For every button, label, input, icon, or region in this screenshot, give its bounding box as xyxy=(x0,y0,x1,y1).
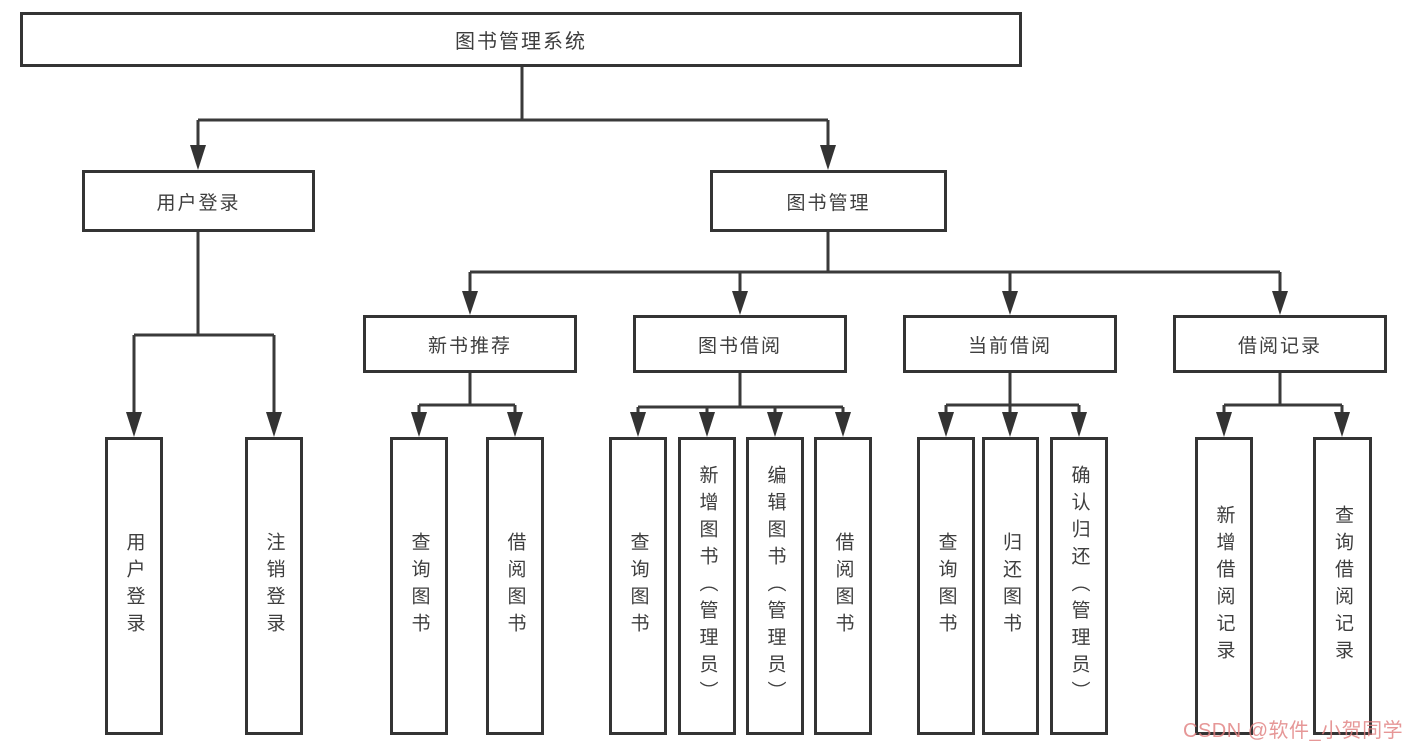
node-label: 查询图书 xyxy=(627,532,649,640)
node-label: 新增图书（管理员） xyxy=(696,464,718,708)
node-new-book-recommend: 新书推荐 xyxy=(363,315,577,373)
arrow-head xyxy=(1216,412,1232,437)
arrow-head xyxy=(190,145,206,170)
node-library-management-system: 图书管理系统 xyxy=(20,12,1022,67)
node-label: 图书借阅 xyxy=(697,335,782,357)
arrow-head xyxy=(1002,412,1018,437)
node-label: 归还图书 xyxy=(1000,532,1021,640)
leaf-borrow-books-recommend: 借阅图书 xyxy=(486,437,544,735)
node-label: 借阅图书 xyxy=(832,532,854,640)
arrow-head xyxy=(732,291,748,315)
node-label: 查询图书 xyxy=(408,532,430,640)
node-label: 用户登录 xyxy=(156,192,241,214)
leaf-add-borrow-record: 新增借阅记录 xyxy=(1195,437,1253,735)
arrow-head xyxy=(938,412,954,437)
leaf-logout: 注销登录 xyxy=(245,437,303,735)
arrow-head xyxy=(1334,412,1350,437)
node-label: 确认归还（管理员） xyxy=(1068,464,1090,708)
node-label: 借阅记录 xyxy=(1237,335,1322,357)
node-book-management: 图书管理 xyxy=(710,170,947,232)
node-label: 借阅图书 xyxy=(504,532,526,640)
node-user-login: 用户登录 xyxy=(82,170,315,232)
connector-borrow-to-leaves xyxy=(636,373,845,414)
arrow-head xyxy=(835,412,851,437)
arrow-head xyxy=(1002,291,1018,315)
node-label: 新增借阅记录 xyxy=(1213,505,1235,667)
node-label: 注销登录 xyxy=(263,532,285,640)
arrow-head xyxy=(126,412,142,437)
node-label: 用户登录 xyxy=(123,532,145,640)
arrow-head xyxy=(630,412,646,437)
connector-records-to-leaves xyxy=(1222,373,1344,414)
connector-book-management-to-level3 xyxy=(468,232,1282,293)
leaf-query-books-current: 查询图书 xyxy=(917,437,975,735)
node-book-borrow: 图书借阅 xyxy=(633,315,847,373)
arrow-head xyxy=(507,412,523,437)
leaf-user-login: 用户登录 xyxy=(105,437,163,735)
csdn-watermark: CSDN @软件_小贺同学 xyxy=(1183,720,1404,742)
arrow-head xyxy=(767,412,783,437)
arrow-head xyxy=(266,412,282,437)
arrow-head xyxy=(462,291,478,315)
leaf-edit-books-admin: 编辑图书（管理员） xyxy=(746,437,804,735)
leaf-return-books: 归还图书 xyxy=(982,437,1039,735)
node-borrow-records: 借阅记录 xyxy=(1173,315,1387,373)
leaf-query-books-recommend: 查询图书 xyxy=(390,437,448,735)
node-label: 编辑图书（管理员） xyxy=(764,464,786,708)
node-label: 图书管理 xyxy=(786,192,871,214)
leaf-query-borrow-record: 查询借阅记录 xyxy=(1313,437,1372,735)
node-label: 当前借阅 xyxy=(967,335,1052,357)
connector-new-book-to-leaves xyxy=(417,373,517,414)
arrow-head xyxy=(1071,412,1087,437)
node-label: 查询借阅记录 xyxy=(1332,505,1353,667)
arrow-head xyxy=(1272,291,1288,315)
arrow-head xyxy=(699,412,715,437)
connector-current-to-leaves xyxy=(944,373,1081,414)
arrow-head xyxy=(820,145,836,170)
leaf-borrow-books: 借阅图书 xyxy=(814,437,872,735)
node-label: 查询图书 xyxy=(935,532,957,640)
connector-user-login-to-leaves xyxy=(132,232,276,414)
arrow-head xyxy=(411,412,427,437)
node-current-borrow: 当前借阅 xyxy=(903,315,1117,373)
node-label: 图书管理系统 xyxy=(455,31,587,53)
connector-root-to-level2 xyxy=(196,67,830,148)
node-label: 新书推荐 xyxy=(427,335,512,357)
leaf-confirm-return-admin: 确认归还（管理员） xyxy=(1050,437,1108,735)
leaf-query-books-borrow: 查询图书 xyxy=(609,437,667,735)
leaf-add-books-admin: 新增图书（管理员） xyxy=(678,437,736,735)
